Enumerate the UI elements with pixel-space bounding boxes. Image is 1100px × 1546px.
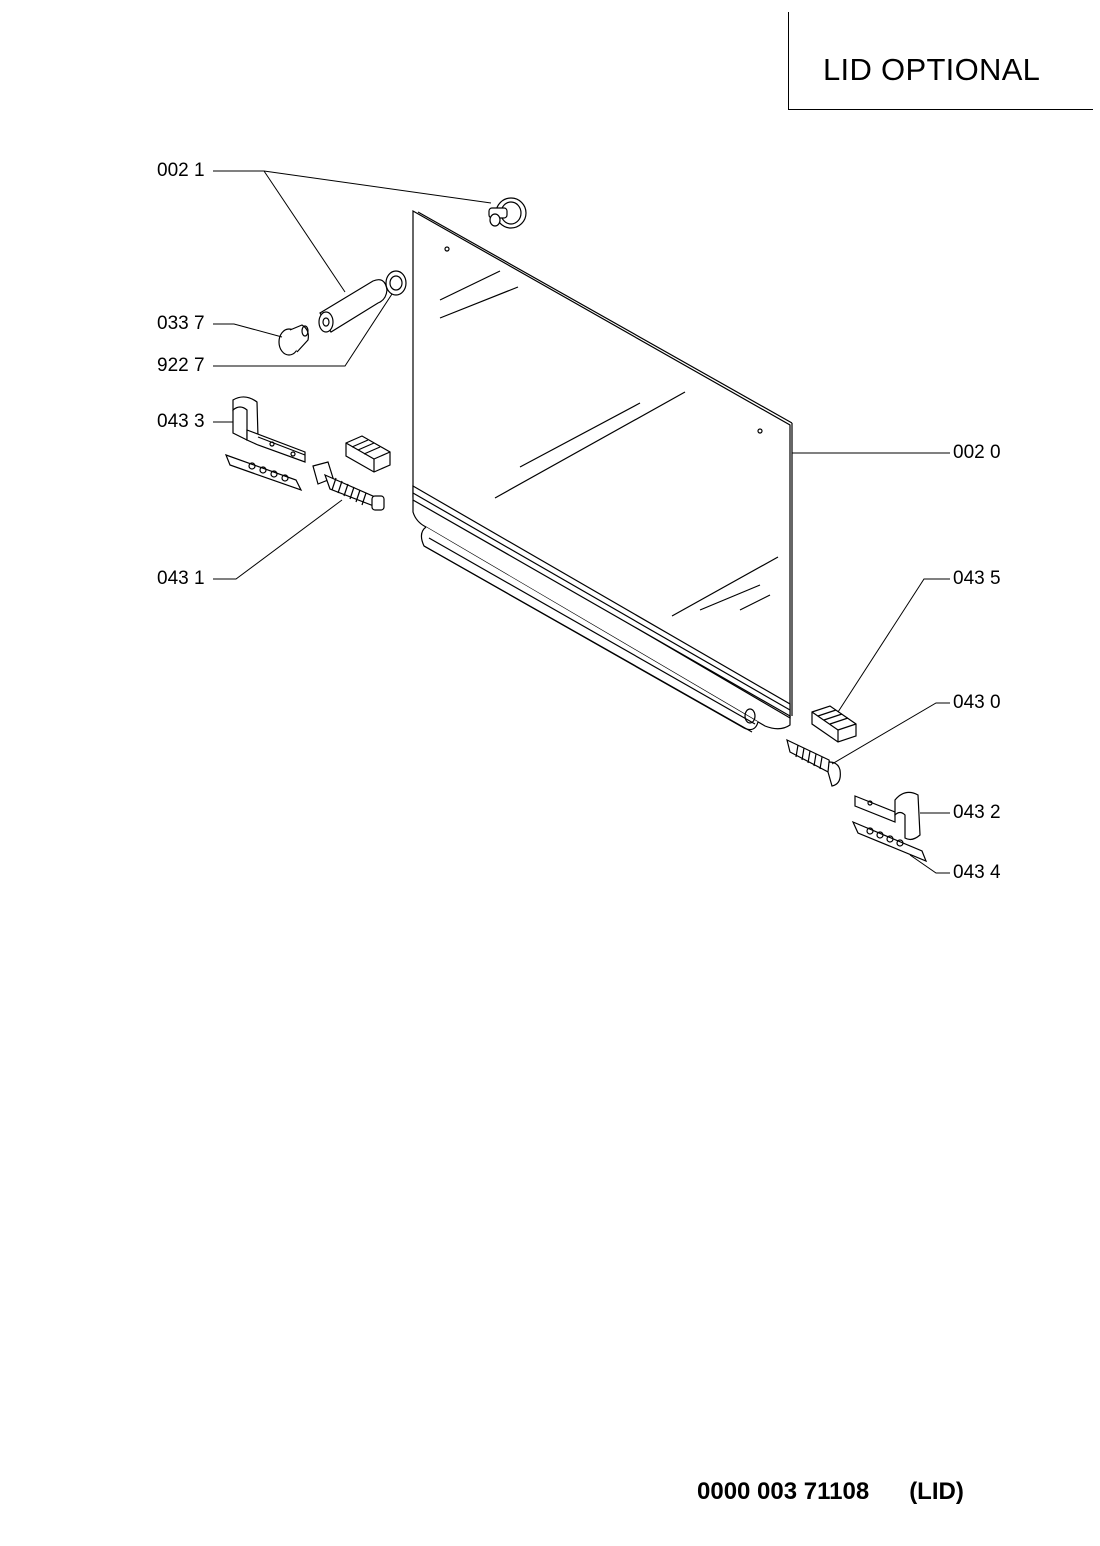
leader-line-0021 [213,170,492,204]
leader-line-0430 [831,702,950,765]
leader-line-9227 [213,293,393,367]
page-title: LID OPTIONAL [823,52,1041,87]
part-label-0431: 043 1 [157,568,205,589]
title-box: LID OPTIONAL [788,12,1093,110]
handle-tube-part-0021 [318,279,388,333]
hinge-bracket-right-part-0432 [854,791,921,841]
damper-block-left [345,435,391,473]
part-label-0432: 043 2 [953,802,1001,823]
leader-line-0435 [837,578,950,713]
cap-part-0337 [278,324,309,356]
part-label-0434: 043 4 [953,862,1001,883]
document-code-suffix: (LID) [909,1478,964,1505]
leader-line-0021-b [263,170,346,293]
part-label-0435: 043 5 [953,568,1001,589]
leader-line-0337 [213,323,283,338]
part-label-0433: 043 3 [157,411,205,432]
spring-shaft-part-0430 [786,738,841,787]
document-code: 0000 003 71108 (LID) [697,1478,964,1506]
perforated-plate-part-0434 [851,820,928,863]
part-label-0430: 043 0 [953,692,1001,713]
knob-part-0021 [488,197,527,229]
part-label-0337: 033 7 [157,313,205,334]
damper-block-part-0435 [811,705,857,743]
spring-shaft-part-0431 [312,461,385,511]
hinge-bracket-left-part-0433 [232,396,306,463]
part-label-0021: 002 1 [157,160,205,181]
glass-lid-panel [412,209,793,720]
document-code-number: 0000 003 71108 [697,1478,870,1505]
leader-line-0434 [909,854,950,874]
washer-part-9227 [385,270,407,296]
perforated-plate-left [224,453,303,492]
part-label-9227: 922 7 [157,355,205,376]
lid-frame-rail [412,484,791,733]
part-label-0020: 002 0 [953,442,1001,463]
leader-line-0431 [213,499,343,580]
